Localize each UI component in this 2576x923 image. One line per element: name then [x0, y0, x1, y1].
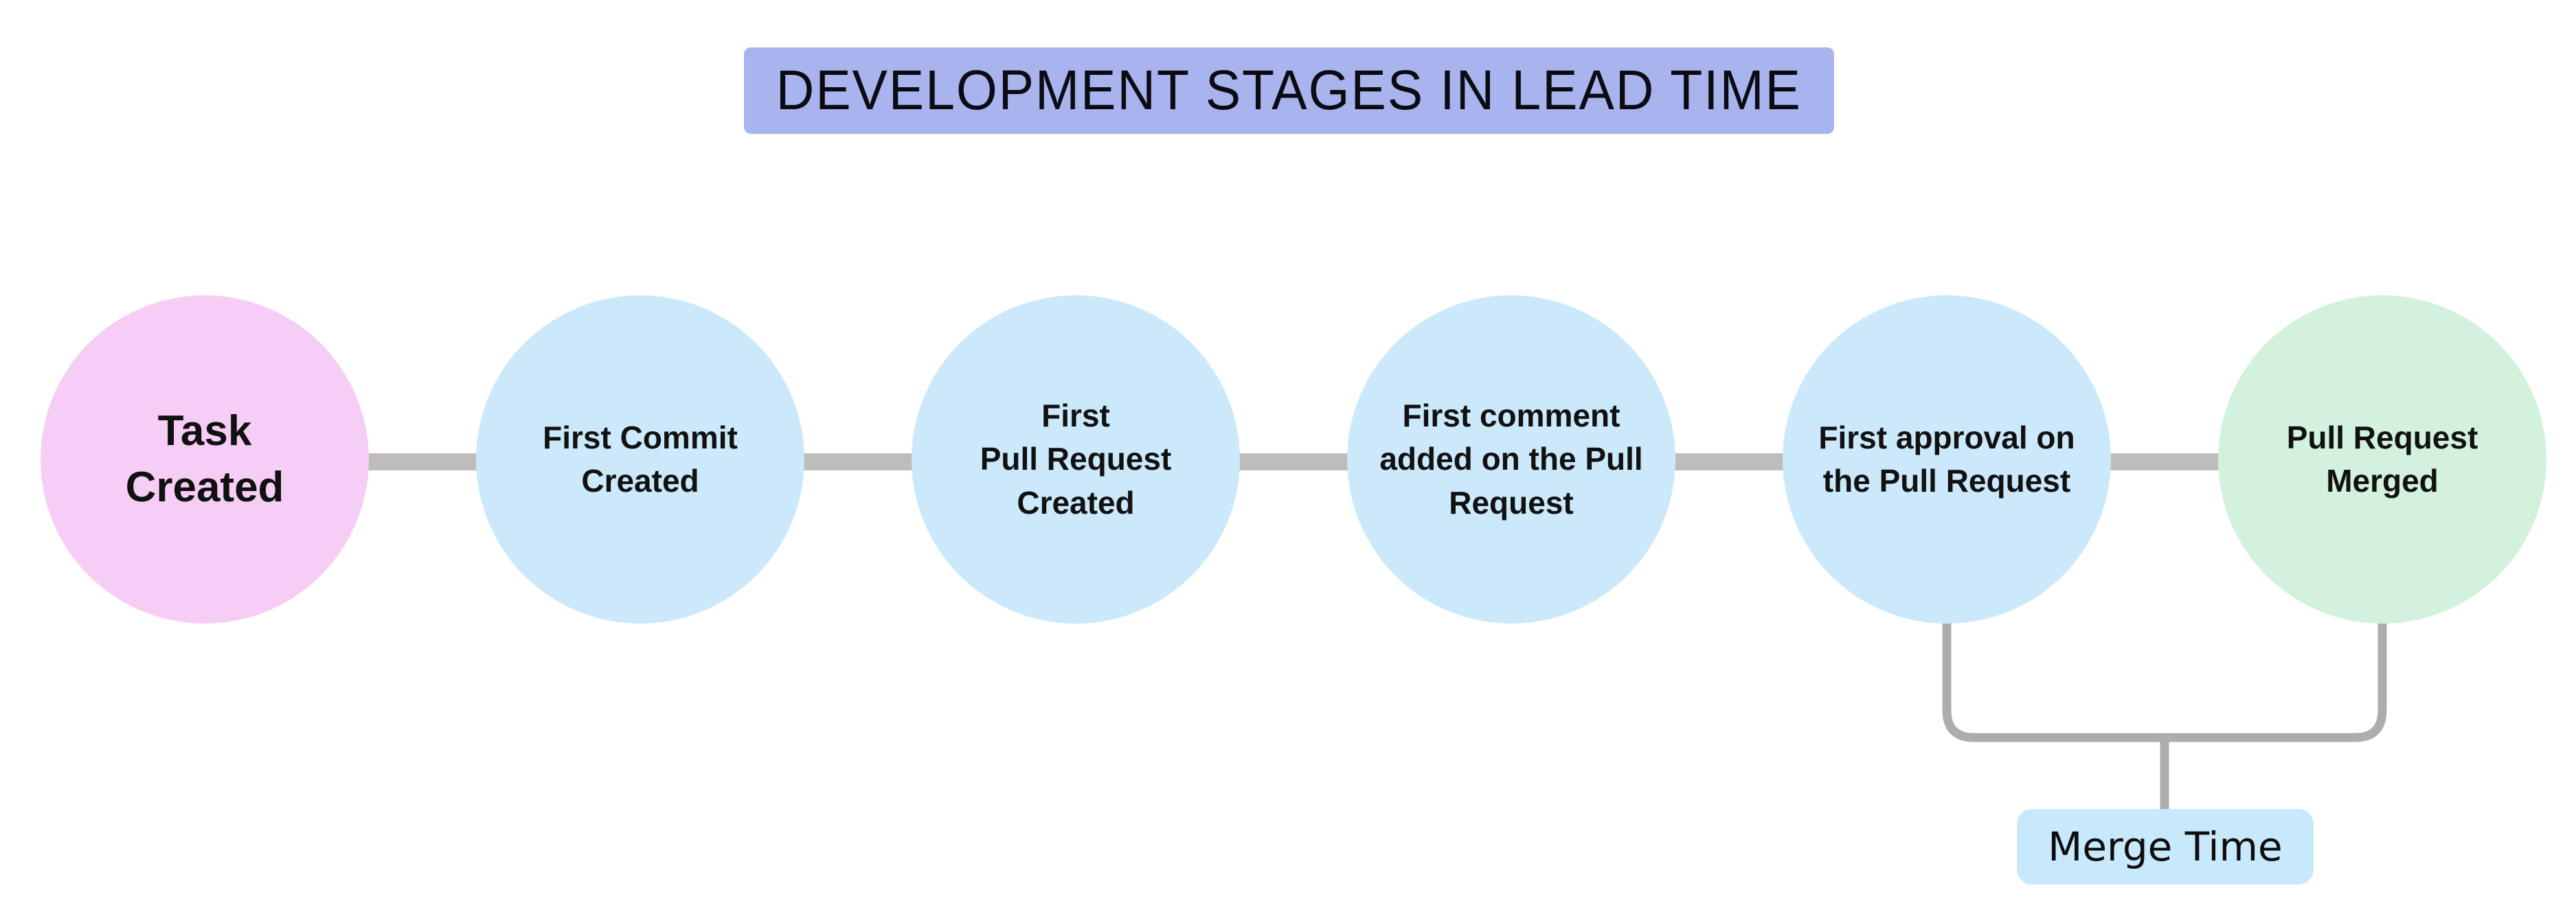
- stage-circle-task-created: Task Created: [41, 295, 369, 624]
- merge-time-text: Merge Time: [2048, 823, 2283, 870]
- merge-time-bracket: [1942, 619, 2387, 813]
- stage-label-line: Pull Request: [2286, 419, 2478, 455]
- stage-label: Task Created: [126, 403, 284, 516]
- stage-label-line: added on the Pull: [1379, 441, 1643, 477]
- stage-label-line: Merged: [2326, 463, 2439, 499]
- stage-label-line: First Commit: [543, 419, 738, 455]
- stage-label-line: First approval on: [1818, 419, 2075, 455]
- stage-label-line: the Pull Request: [1822, 463, 2071, 499]
- stage-circle-pull-request-merged: Pull Request Merged: [2218, 295, 2546, 624]
- diagram-title: DEVELOPMENT STAGES IN LEAD TIME: [776, 59, 1803, 122]
- stage-label-line: Created: [581, 463, 699, 499]
- stage-label-line: Created: [125, 464, 284, 511]
- stage-circle-first-approval: First approval on the Pull Request: [1783, 295, 2111, 624]
- stage-label: First Pull Request Created: [980, 394, 1172, 525]
- stage-label-line: Pull Request: [980, 441, 1172, 477]
- stage-circle-first-comment-added: First comment added on the Pull Request: [1347, 295, 1675, 624]
- stage-label-line: Request: [1449, 484, 1574, 521]
- stage-label-line: Task: [157, 407, 252, 455]
- stage-circle-first-pull-request-created: First Pull Request Created: [912, 295, 1240, 624]
- stage-label-line: First comment: [1402, 397, 1620, 433]
- stage-label: First Commit Created: [543, 416, 738, 503]
- stage-circle-first-commit-created: First Commit Created: [476, 295, 804, 624]
- stage-label: Pull Request Merged: [2287, 416, 2478, 503]
- bracket-path: [1942, 619, 2387, 742]
- stage-label-line: Created: [1017, 484, 1135, 521]
- merge-time-label: Merge Time: [2017, 809, 2314, 885]
- title-banner: DEVELOPMENT STAGES IN LEAD TIME: [744, 47, 1834, 134]
- stage-label: First approval on the Pull Request: [1818, 416, 2075, 503]
- stage-label-line: First: [1041, 397, 1110, 433]
- stage-label: First comment added on the Pull Request: [1379, 394, 1642, 525]
